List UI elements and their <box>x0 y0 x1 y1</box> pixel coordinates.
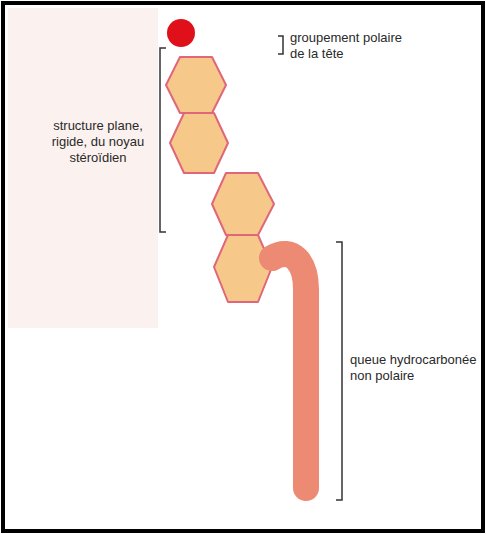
brackets <box>160 36 342 500</box>
bracket <box>278 36 283 54</box>
annotation-label: queue hydrocarbonée non polaire <box>350 352 478 384</box>
bracket <box>336 242 342 500</box>
annotation-label: groupement polaire de la tête <box>290 30 420 62</box>
steroid-nucleus <box>166 57 274 302</box>
steroid-ring <box>214 235 272 302</box>
steroid-ring <box>166 57 226 113</box>
background-tint <box>8 8 158 328</box>
annotation-label: structure plane, rigide, du noyau stéroï… <box>48 118 148 166</box>
frame <box>3 3 483 531</box>
steroid-ring <box>170 113 228 173</box>
steroid-ring <box>212 173 274 235</box>
polar-head <box>167 19 195 47</box>
hydrocarbon-tail <box>272 254 306 488</box>
bracket <box>160 48 166 232</box>
